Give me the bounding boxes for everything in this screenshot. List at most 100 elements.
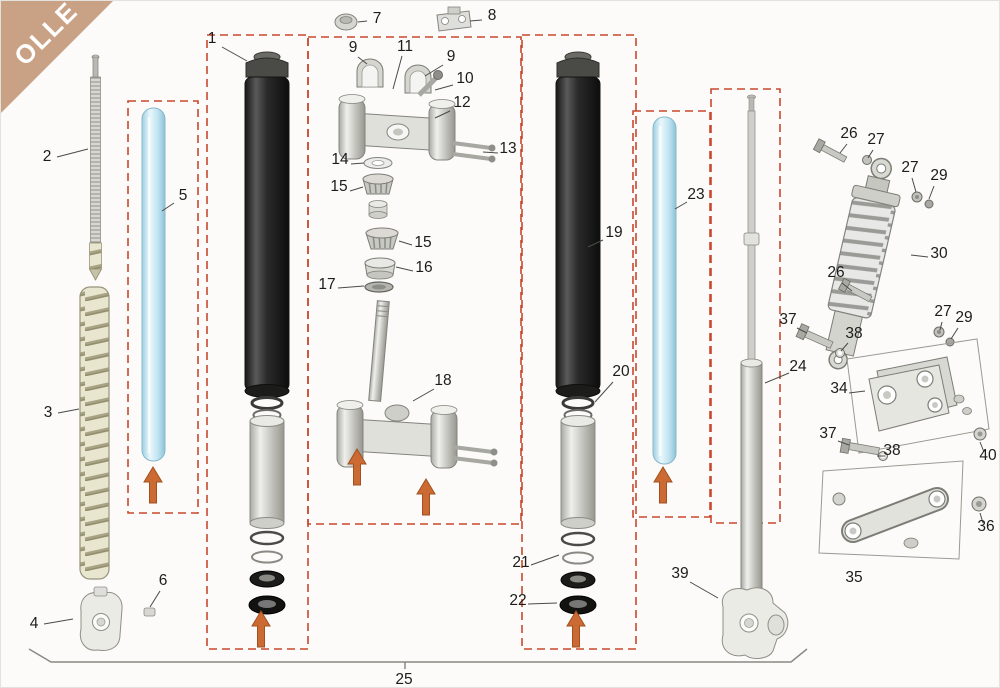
part-label-24-25: 24 bbox=[789, 358, 807, 375]
leader-line-8-7 bbox=[469, 19, 483, 22]
part-label-15-15: 15 bbox=[330, 178, 347, 195]
part-label-7-6: 7 bbox=[373, 10, 382, 27]
part-label-6-5: 6 bbox=[159, 572, 168, 589]
leader-line-17-18 bbox=[337, 285, 365, 289]
part-label-9-9: 9 bbox=[447, 48, 456, 65]
part-21-rings bbox=[560, 531, 596, 565]
leader-line-24-25 bbox=[764, 372, 790, 384]
leader-line-37-38 bbox=[837, 440, 850, 446]
leader-line-10-10 bbox=[434, 84, 454, 91]
part-19-outer-slider bbox=[555, 51, 601, 398]
leader-line-2-1 bbox=[56, 148, 89, 158]
part-29-nut-upper bbox=[924, 199, 934, 209]
part-24-damper-assembly bbox=[740, 94, 763, 597]
part-label-21-22: 21 bbox=[512, 554, 529, 571]
leader-line-18-19 bbox=[412, 388, 435, 402]
part-label-35-41: 35 bbox=[845, 569, 862, 586]
part-4-axle-clamp bbox=[79, 586, 123, 651]
part-38-washer-upper bbox=[835, 348, 845, 358]
part-40-nut bbox=[973, 427, 987, 441]
part-27-nut-lower bbox=[933, 326, 945, 338]
part-label-34-37: 34 bbox=[830, 380, 848, 397]
part-label-29-30: 29 bbox=[930, 167, 947, 184]
part-label-8-7: 8 bbox=[488, 7, 497, 24]
part-label-27-33: 27 bbox=[934, 303, 951, 320]
part-label-17-18: 17 bbox=[318, 276, 335, 293]
leader-line-20-21 bbox=[594, 381, 614, 403]
leader-line-23-24 bbox=[674, 201, 688, 210]
assembly-arrow-icon bbox=[251, 610, 271, 648]
part-label-12-12: 12 bbox=[453, 94, 470, 111]
part-label-37-38: 37 bbox=[819, 425, 836, 442]
part-17-dust-seal bbox=[364, 281, 394, 293]
part-12-top-triple-clamp bbox=[338, 94, 456, 161]
part-label-19-20: 19 bbox=[605, 224, 622, 241]
part-37-bolt-upper bbox=[795, 323, 834, 349]
assembly-arrow-icon bbox=[143, 466, 163, 504]
part-label-38-39: 38 bbox=[883, 442, 900, 459]
leader-line-22-23 bbox=[527, 602, 558, 605]
leader-line-7-6 bbox=[357, 20, 368, 23]
part-1-seal-stack bbox=[248, 530, 286, 615]
part-3-fork-spring bbox=[79, 286, 110, 580]
part-34-linkage-plates bbox=[846, 338, 990, 454]
fork-span-bracket bbox=[28, 648, 808, 669]
part-label-27-28: 27 bbox=[867, 131, 884, 148]
part-label-37-35: 37 bbox=[779, 311, 796, 328]
assembly-arrow-icon bbox=[347, 448, 367, 486]
part-label-9-8: 9 bbox=[349, 39, 358, 56]
part-29-nut-lower bbox=[945, 337, 955, 347]
part-label-2-1: 2 bbox=[43, 148, 52, 165]
part-37-bolt-lower bbox=[839, 437, 880, 456]
part-label-3-2: 3 bbox=[44, 404, 53, 421]
part-label-15-16: 15 bbox=[414, 234, 431, 251]
leader-line-21-22 bbox=[530, 554, 560, 566]
assembly-arrow-icon bbox=[566, 610, 586, 648]
leader-line-15-16 bbox=[398, 240, 413, 246]
leader-line-27-29 bbox=[911, 177, 917, 193]
part-label-22-23: 22 bbox=[509, 592, 526, 609]
part-1-bushing-sleeve bbox=[249, 415, 285, 529]
leader-line-14-14 bbox=[350, 162, 365, 165]
part-27-nut-mid bbox=[911, 191, 923, 203]
part-label-11-11: 11 bbox=[397, 38, 413, 55]
leader-line-39-43 bbox=[689, 581, 719, 599]
part-1-outer-slider bbox=[244, 51, 290, 398]
leader-line-19-20 bbox=[587, 239, 604, 248]
leader-line-12-12 bbox=[434, 110, 451, 119]
leader-line-15-15 bbox=[349, 186, 364, 192]
leader-line-3-2 bbox=[57, 408, 80, 414]
part-label-26-32: 26 bbox=[827, 264, 844, 281]
leader-line-30-31 bbox=[910, 254, 929, 258]
part-16-bearing-race bbox=[364, 257, 396, 280]
group-box-inner-tube-right bbox=[632, 110, 711, 518]
group-box-steering-stem bbox=[307, 36, 522, 525]
part-label-4-3: 4 bbox=[30, 615, 39, 632]
leader-line-27-28 bbox=[867, 149, 874, 159]
part-label-18-19: 18 bbox=[434, 372, 451, 389]
part-label-13-13: 13 bbox=[499, 140, 516, 157]
part-15-bearing-lower bbox=[365, 227, 399, 250]
part-label-14-14: 14 bbox=[331, 151, 349, 168]
part-label-30-31: 30 bbox=[930, 245, 948, 262]
part-9-riser-clamps bbox=[356, 58, 432, 94]
part-label-39-43: 39 bbox=[671, 565, 688, 582]
part-label-27-29: 27 bbox=[901, 159, 918, 176]
leader-line-37-35 bbox=[796, 327, 808, 334]
leader-line-27-33 bbox=[939, 321, 943, 331]
leader-line-4-3 bbox=[43, 618, 74, 625]
group-box-inner-tube-left bbox=[127, 100, 199, 514]
part-spacer-cone bbox=[368, 200, 388, 219]
part-6-bushing bbox=[143, 607, 156, 617]
part-39-axle-clamp bbox=[721, 587, 789, 659]
part-label-40-40: 40 bbox=[979, 447, 997, 464]
leader-line-34-37 bbox=[848, 390, 866, 394]
part-5-inner-tube bbox=[141, 107, 166, 462]
leader-line-40-40 bbox=[979, 441, 985, 453]
brand-banner-triangle bbox=[1, 1, 113, 113]
group-box-right-slider bbox=[521, 34, 637, 650]
part-22-oil-seals bbox=[559, 571, 597, 615]
part-36-nut bbox=[971, 496, 987, 512]
